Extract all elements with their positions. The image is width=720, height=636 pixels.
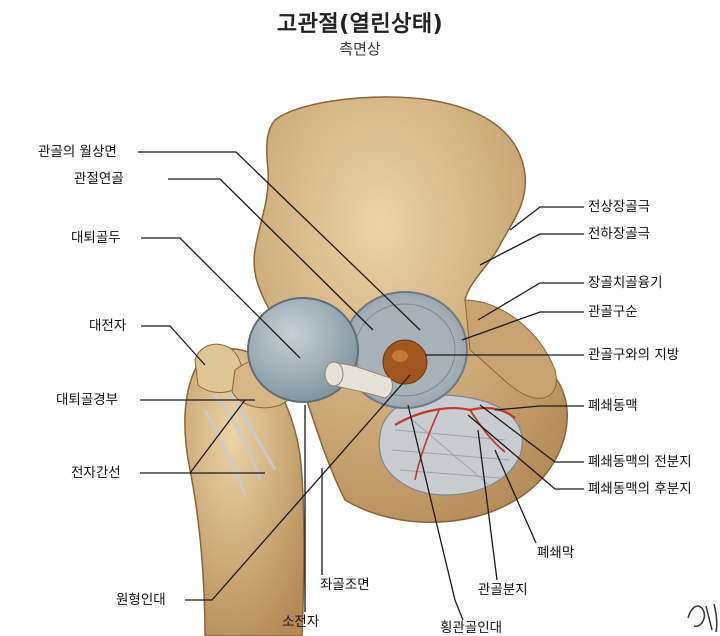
label-aiis: 전하장골극 xyxy=(588,226,651,242)
acetabular-fat-pad xyxy=(382,339,428,385)
round-ligament-shape xyxy=(329,363,393,399)
label-greater-trochanter: 대전자 xyxy=(89,318,127,334)
label-intertrochanteric-line: 전자간선 xyxy=(71,465,121,481)
label-obturator-artery: 폐쇄동맥 xyxy=(588,398,638,414)
page-title: 고관절(열린상태) xyxy=(276,12,444,37)
pubic-ramus-shape xyxy=(464,299,557,399)
label-acetabular-fossa-fat: 관골구와의 지방 xyxy=(588,347,680,363)
obturator-artery-vessel xyxy=(394,406,516,426)
label-articular-cartilage: 관절연골 xyxy=(74,171,124,187)
label-ischial-tuberosity: 좌골조면 xyxy=(320,577,370,593)
label-femoral-neck: 대퇴골경부 xyxy=(56,392,119,408)
label-round-ligament: 원형인대 xyxy=(116,592,166,608)
label-lesser-trochanter: 소전자 xyxy=(282,614,320,630)
label-transverse-ligament: 횡관골인대 xyxy=(440,620,503,636)
leader-lines xyxy=(138,151,584,621)
page-subtitle: 측면상 xyxy=(339,40,381,58)
label-acetabular-labrum: 관골구순 xyxy=(588,304,638,320)
label-obturator-artery-posterior: 폐쇄동맥의 후분지 xyxy=(588,481,692,497)
label-obturator-artery-anterior: 폐쇄동맥의 전분지 xyxy=(588,454,692,470)
label-acetabular-notch: 관골분지 xyxy=(478,582,528,598)
label-lunate-surface: 관골의 월상면 xyxy=(38,144,117,160)
label-femoral-head: 대퇴골두 xyxy=(71,230,121,246)
label-obturator-membrane: 폐쇄막 xyxy=(537,545,575,561)
label-asis: 전상장골극 xyxy=(588,199,651,215)
label-iliopubic-eminence: 장골치골융기 xyxy=(588,275,663,291)
